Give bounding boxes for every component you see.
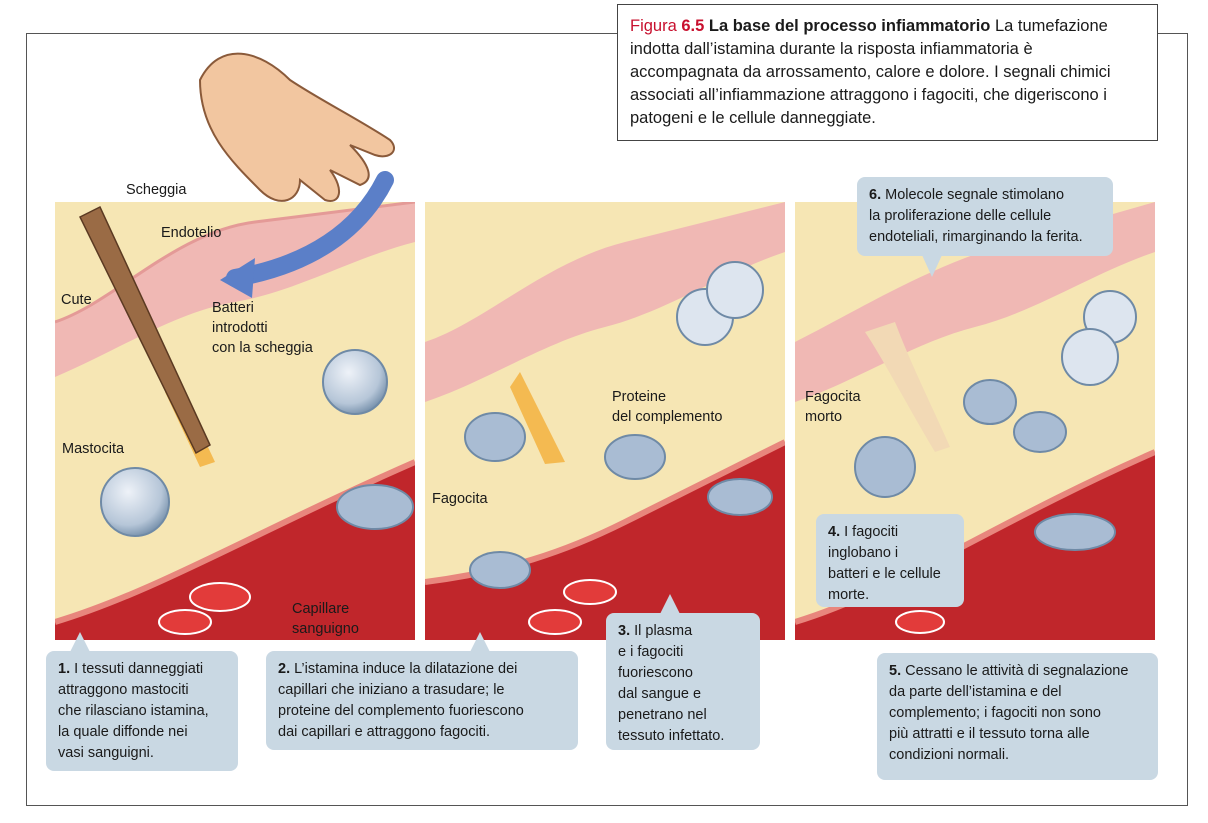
label-fagocita: Fagocita — [432, 491, 488, 507]
step-1-line: attraggono mastociti — [58, 682, 189, 698]
caption-figure-number: 6.5 — [681, 17, 705, 35]
hand-illustration — [198, 52, 395, 298]
step-1-pointer — [70, 632, 90, 652]
figure-frame — [26, 33, 1188, 806]
step-1-box: 1. I tessuti danneggiati attraggono mast… — [46, 651, 238, 771]
step-1-line: che rilasciano istamina, — [58, 703, 209, 719]
label-batteri-line-2: introdotti — [212, 320, 268, 336]
caption-title: La base del processo infiammatorio — [704, 17, 991, 35]
caption-text: La tumefazione indotta dall’istamina dur… — [630, 17, 1111, 127]
step-4-line: batteri e le cellule — [828, 566, 941, 582]
step-2-line: L’istamina induce la dilatazione dei — [290, 661, 518, 677]
step-4-line: I fagociti — [840, 524, 899, 540]
step-6-line: la proliferazione delle cellule — [869, 208, 1052, 224]
caption-figure-label: Figura — [630, 17, 682, 35]
step-2-box: 2. L’istamina induce la dilatazione dei … — [266, 651, 578, 750]
label-capillare-line-2: sanguigno — [292, 621, 359, 637]
label-proteine-line-1: Proteine — [612, 389, 667, 405]
step-1-line: I tessuti danneggiati — [70, 661, 204, 677]
step-6-pointer — [922, 255, 942, 277]
step-3-line: dal sangue e — [618, 686, 702, 702]
step-2-line: dai capillari e attraggono fagociti. — [278, 724, 490, 740]
step-1-line: vasi sanguigni. — [58, 745, 154, 761]
step-6-box: 6. Molecole segnale stimolano la prolife… — [857, 177, 1113, 256]
step-5-line: Cessano le attività di segnalazione — [901, 663, 1129, 679]
step-6-number: 6. — [869, 187, 882, 203]
step-5-line: complemento; i fagociti non sono — [889, 705, 1101, 721]
label-mastocita: Mastocita — [62, 441, 125, 457]
step-2-number: 2. — [278, 661, 291, 677]
step-3-line: fuoriescono — [618, 665, 693, 681]
label-cute: Cute — [61, 292, 92, 308]
label-capillare-line-1: Capillare — [292, 601, 350, 617]
step-3-box: 3. Il plasma e i fagociti fuoriescono da… — [606, 613, 760, 750]
step-5-line: da parte dell’istamina e del — [889, 684, 1062, 700]
step-5-line: condizioni normali. — [889, 747, 1010, 763]
step-5-number: 5. — [889, 663, 902, 679]
step-1-number: 1. — [58, 661, 71, 677]
panel-2-illustration — [425, 202, 785, 640]
step-2-line: proteine del complemento fuoriescono — [278, 703, 524, 719]
splinter-illustration — [78, 205, 211, 455]
step-2-line: capillari che iniziano a trasudare; le — [278, 682, 505, 698]
label-endotelio: Endotelio — [161, 225, 222, 241]
step-5-line: più attratti e il tessuto torna alle — [889, 726, 1090, 742]
label-batteri-line-1: Batteri — [212, 300, 254, 316]
label-proteine-line-2: del complemento — [612, 409, 723, 425]
step-4-line: inglobano i — [828, 545, 899, 561]
step-5-box: 5. Cessano le attività di segnalazione d… — [877, 653, 1158, 780]
step-4-box: 4. I fagociti inglobano i batteri e le c… — [816, 514, 964, 607]
step-3-line: Il plasma — [630, 623, 693, 639]
step-6-line: endoteliali, rimarginando la ferita. — [869, 229, 1083, 245]
step-3-line: tessuto infettato. — [618, 728, 725, 744]
step-4-line: morte. — [828, 587, 870, 603]
step-1-line: la quale diffonde nei — [58, 724, 188, 740]
label-batteri-line-3: con la scheggia — [212, 340, 313, 356]
label-scheggia: Scheggia — [126, 182, 187, 198]
label-fagocita-morto-line-1: Fagocita — [805, 389, 861, 405]
step-2-pointer — [470, 632, 490, 652]
step-4-number: 4. — [828, 524, 841, 540]
step-3-line: e i fagociti — [618, 644, 684, 660]
label-fagocita-morto-line-2: morto — [805, 409, 843, 425]
step-3-number: 3. — [618, 623, 631, 639]
step-6-line: Molecole segnale stimolano — [881, 187, 1065, 203]
step-3-pointer — [660, 594, 680, 614]
figure-caption: Figura 6.5 La base del processo infiamma… — [617, 4, 1158, 141]
step-3-line: penetrano nel — [618, 707, 707, 723]
